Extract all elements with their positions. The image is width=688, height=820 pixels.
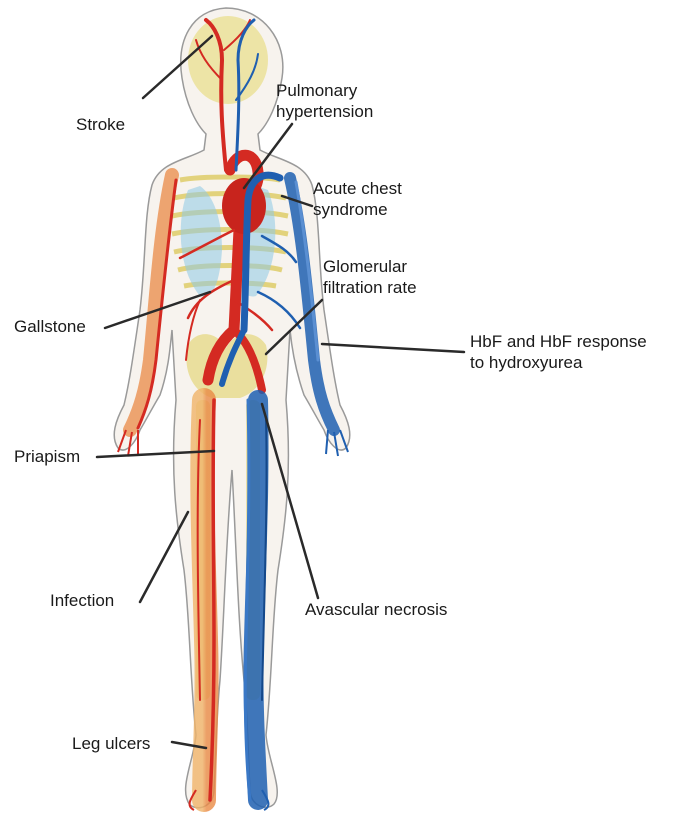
label-leg-ulcers: Leg ulcers: [72, 733, 150, 754]
label-acute-chest-syndrome: Acute chest syndrome: [313, 178, 402, 220]
label-hbf-response: HbF and HbF response to hydroxyurea: [470, 331, 647, 373]
leader-infection: [140, 512, 188, 602]
label-glomerular-filtration-rate: Glomerular filtration rate: [323, 256, 417, 298]
label-avascular-necrosis: Avascular necrosis: [305, 599, 447, 620]
label-priapism: Priapism: [14, 446, 80, 467]
label-infection: Infection: [50, 590, 114, 611]
label-pulmonary-hypertension: Pulmonary hypertension: [276, 80, 373, 122]
body-outline: [114, 8, 350, 808]
label-gallstone: Gallstone: [14, 316, 86, 337]
leader-hbf: [322, 344, 464, 352]
label-stroke: Stroke: [76, 114, 125, 135]
